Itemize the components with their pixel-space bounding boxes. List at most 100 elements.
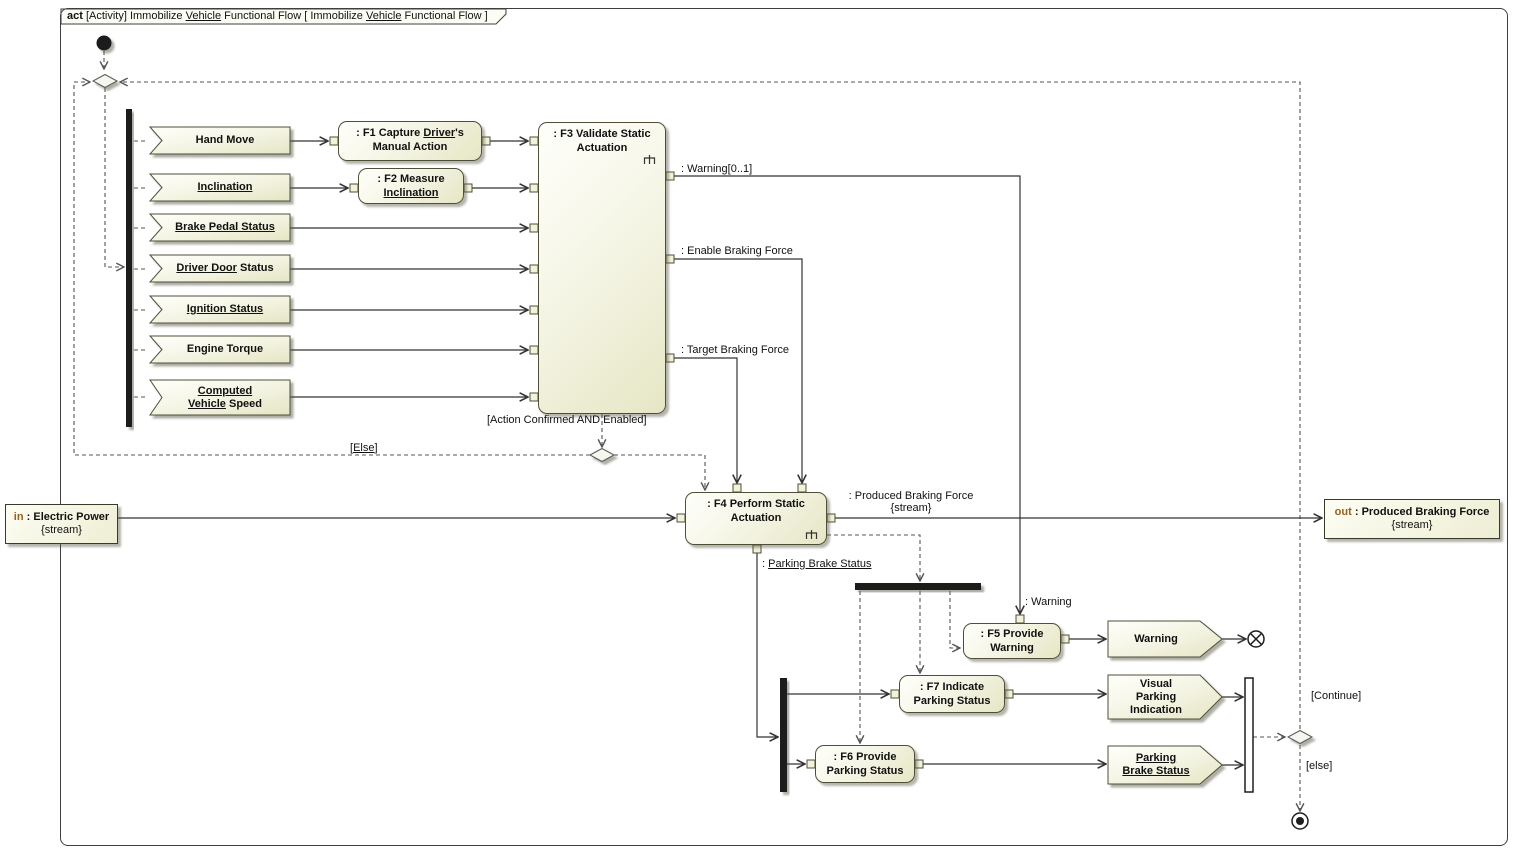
edge-label-enable-braking[interactable]: : Enable Braking Force <box>681 245 793 257</box>
guard-else[interactable]: [Else] <box>350 442 378 454</box>
pin-f5-in-warning <box>1015 614 1025 624</box>
pin-f1-in <box>329 136 339 146</box>
param-out-stream: {stream} <box>1391 519 1433 531</box>
accept-event-driver-door-label[interactable]: Driver Door Status <box>163 255 287 282</box>
accept-event-shapes[interactable] <box>148 126 291 416</box>
action-f4-line2: Actuation <box>730 512 782 524</box>
flow-f4-to-fork2 <box>827 534 920 581</box>
action-f7-line2: Parking Status <box>913 695 991 707</box>
produced-line1: : Produced Braking Force <box>848 490 974 502</box>
send-signal-visual-label[interactable]: Visual Parking Indication <box>1112 676 1200 718</box>
action-f3[interactable]: : F3 Validate Static Actuation <box>538 122 666 414</box>
action-f3-label: : F3 Validate Static Actuation <box>539 123 665 155</box>
send-signal-visual-parking-indication <box>1107 674 1223 720</box>
accept-event-engine-torque-label[interactable]: Engine Torque <box>163 336 287 363</box>
accept-event-engine-torque <box>148 335 291 364</box>
edge-label-produced-braking[interactable]: : Produced Braking Force {stream} <box>846 490 976 514</box>
action-f6-line2: Parking Status <box>826 765 904 777</box>
param-in-title: in : Electric Power <box>13 511 110 523</box>
pin-f4-out-parking <box>752 544 762 554</box>
decision-node-f3[interactable] <box>588 447 616 463</box>
engine-torque-line: Engine Torque <box>186 343 264 355</box>
flow-parking-status-fork <box>756 553 778 737</box>
frame-title: act [Activity] Immobilize Vehicle Functi… <box>67 10 488 22</box>
pin-f3-in2 <box>529 183 539 193</box>
accept-event-computed-speed-label[interactable]: Computed Vehicle Speed <box>163 380 287 415</box>
pin-f3-in4 <box>529 264 539 274</box>
fork-bar-after-f4[interactable] <box>855 583 981 590</box>
action-f7[interactable]: : F7 Indicate Parking Status <box>899 675 1005 713</box>
action-f3-line2: Actuation <box>576 142 628 154</box>
accept-event-ignition-label[interactable]: Ignition Status <box>163 296 287 323</box>
send-signal-shapes[interactable] <box>1107 620 1223 785</box>
pin-f6-out <box>914 759 924 769</box>
flow-else-loop <box>73 82 590 456</box>
flow-fork2-to-f5 <box>949 591 960 648</box>
accept-event-inclination-label[interactable]: Inclination <box>163 174 287 201</box>
action-f4-label: : F4 Perform Static Actuation <box>686 493 826 525</box>
decision-node-bottom[interactable] <box>1286 729 1314 745</box>
action-f1-line1: : F1 Capture Driver's <box>356 127 464 139</box>
inclination-line: Inclination <box>197 181 253 193</box>
action-f7-line1: : F7 Indicate <box>919 681 985 693</box>
activity-final-node[interactable] <box>1291 812 1309 830</box>
action-f1-line2: Manual Action <box>372 141 448 153</box>
send-signal-parking-brake-status <box>1107 745 1223 785</box>
edge-label-warning-out[interactable]: : Warning[0..1] <box>681 163 753 175</box>
flow-target-braking <box>674 357 737 483</box>
send-signal-warning-label[interactable]: Warning <box>1112 621 1200 657</box>
brake-pedal-line: Brake Pedal Status <box>175 221 275 233</box>
pin-f2-in <box>349 183 359 193</box>
edge-label-target-braking[interactable]: : Target Braking Force <box>681 344 790 356</box>
edge-label-parking-brake-status[interactable]: : Parking Brake Status <box>762 558 872 570</box>
control-flows[interactable] <box>73 51 1301 811</box>
accept-event-hand-move <box>148 126 291 155</box>
pin-f3-out-warning <box>665 171 675 181</box>
merge-node-top[interactable] <box>91 73 119 89</box>
fork-bar-inputs[interactable] <box>126 109 132 427</box>
guard-action-confirmed[interactable]: [Action Confirmed AND Enabled] <box>487 414 647 426</box>
action-f1[interactable]: : F1 Capture Driver's Manual Action <box>338 121 482 161</box>
action-f3-line1: : F3 Validate Static <box>553 128 651 140</box>
join-bar[interactable] <box>1244 677 1254 793</box>
object-flows[interactable] <box>118 141 1322 765</box>
flow-final-node[interactable] <box>1247 630 1265 648</box>
hand-move-line: Hand Move <box>195 134 255 146</box>
action-f6-label: : F6 Provide Parking Status <box>816 746 914 778</box>
fork-stubs[interactable] <box>134 140 148 398</box>
action-f5[interactable]: : F5 Provide Warning <box>963 623 1061 659</box>
guard-continue[interactable]: [Continue] <box>1311 690 1362 702</box>
flow-merge-to-fork <box>104 88 124 267</box>
pbs-line2: Brake Status <box>1122 765 1190 777</box>
activity-parameter-out-produced-braking-force[interactable]: out : Produced Braking Force {stream} <box>1324 499 1500 539</box>
pin-f4-in-target <box>732 483 742 493</box>
flow-decision-to-f4 <box>614 454 705 490</box>
pbs-line1: Parking <box>1135 752 1177 764</box>
pin-f7-in <box>890 689 900 699</box>
ignition-line: Ignition Status <box>186 303 264 315</box>
fork-bar-parking-status[interactable] <box>780 678 787 792</box>
guard-else-lower[interactable]: [else] <box>1306 760 1333 772</box>
visual-line3: Indication <box>1130 703 1182 716</box>
flow-continue-loop <box>120 82 1301 729</box>
action-f1-label: : F1 Capture Driver's Manual Action <box>339 122 481 154</box>
activity-parameter-in-electric-power[interactable]: in : Electric Power {stream} <box>5 504 118 544</box>
action-f4[interactable]: : F4 Perform Static Actuation <box>685 492 827 545</box>
action-f6-line1: : F6 Provide <box>833 751 897 763</box>
action-f2[interactable]: : F2 Measure Inclination <box>358 168 464 204</box>
param-in-stream: {stream} <box>41 524 82 536</box>
pins[interactable] <box>329 136 1070 769</box>
rake-icon <box>643 155 656 164</box>
send-signal-pbs-label[interactable]: Parking Brake Status <box>1112 747 1200 783</box>
initial-node[interactable] <box>96 35 112 51</box>
edge-label-warning-in[interactable]: : Warning <box>1025 596 1072 608</box>
frame-title-tab <box>60 8 507 25</box>
action-f7-label: : F7 Indicate Parking Status <box>900 676 1004 708</box>
accept-event-hand-move-label[interactable]: Hand Move <box>163 127 287 154</box>
accept-event-brake-pedal-label[interactable]: Brake Pedal Status <box>163 214 287 241</box>
computed-speed-line1: Computed <box>197 384 253 397</box>
action-f6[interactable]: : F6 Provide Parking Status <box>815 745 915 783</box>
produced-line2: {stream} <box>890 502 932 514</box>
